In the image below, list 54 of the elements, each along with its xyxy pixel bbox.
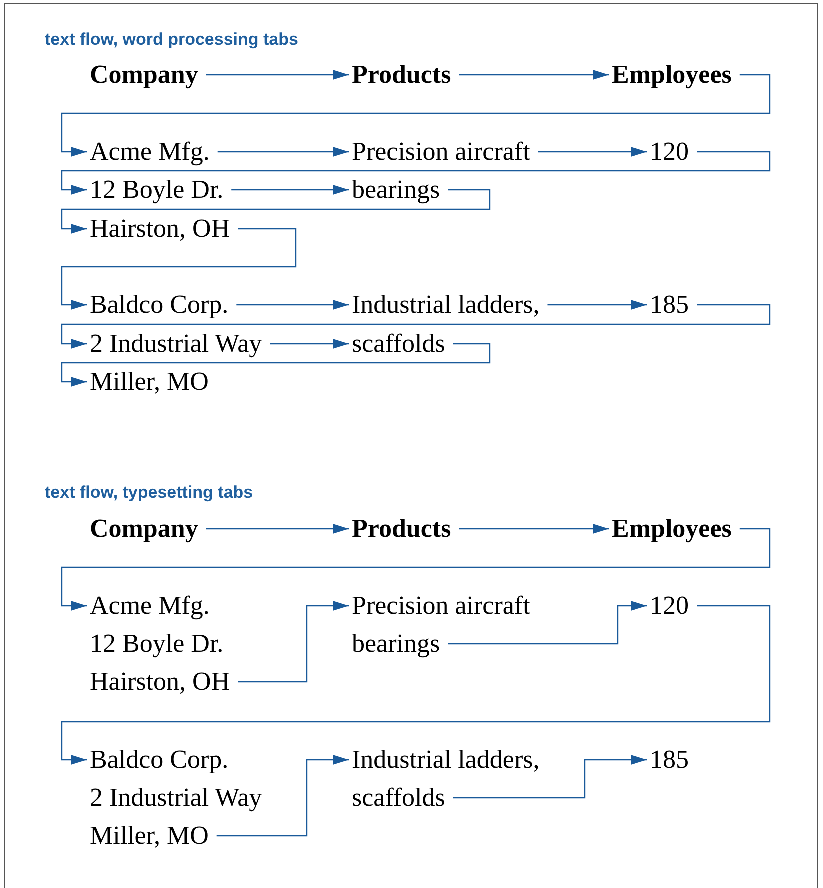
table-entry: 120 — [650, 587, 689, 625]
table-entry: Precision aircraft — [352, 590, 530, 622]
column-heading: Employees — [612, 510, 732, 548]
table-entry: scaffolds — [352, 782, 446, 814]
table-entry: 185 — [650, 741, 689, 779]
table-entry: 120 — [650, 133, 689, 171]
arrow — [453, 755, 647, 799]
arrow — [61, 304, 771, 349]
table-entry: bearings — [352, 171, 440, 209]
table-entry: 12 Boyle Dr. — [90, 171, 224, 209]
arrow — [238, 601, 349, 683]
table-entry: 2 Industrial Way — [90, 782, 262, 814]
arrow — [236, 300, 349, 310]
section-heading: text flow, typesetting tabs — [45, 483, 254, 503]
table-entry: Baldco Corp. — [90, 286, 229, 324]
arrow — [206, 524, 349, 534]
table-entry: Miller, MO — [90, 820, 209, 852]
column-heading: Company — [90, 56, 198, 94]
arrow — [61, 528, 771, 611]
arrow — [216, 755, 349, 837]
arrow — [548, 300, 647, 310]
arrow — [218, 147, 349, 157]
table-entry: Acme Mfg. — [90, 590, 210, 622]
arrow — [206, 70, 349, 80]
table-entry: scaffolds — [352, 325, 446, 363]
arrow — [61, 151, 771, 195]
arrow — [448, 601, 647, 645]
table-entry: bearings — [352, 628, 440, 660]
arrow — [61, 189, 491, 234]
arrow — [61, 605, 771, 765]
table-entry: Acme Mfg. — [90, 133, 210, 171]
arrow — [232, 185, 349, 195]
table-entry: Industrial ladders, — [352, 286, 540, 324]
column-heading: Products — [352, 56, 452, 94]
table-entry: Hairston, OH — [90, 210, 230, 248]
table-entry: Miller, MO — [90, 363, 209, 401]
table-entry: Industrial ladders, — [352, 744, 540, 776]
arrow — [61, 228, 297, 310]
arrow — [459, 524, 609, 534]
column-heading: Company — [90, 510, 198, 548]
table-entry: Precision aircraft — [352, 133, 530, 171]
table-entry: 2 Industrial Way — [90, 325, 262, 363]
arrow — [61, 343, 491, 387]
table-entry: Hairston, OH — [90, 666, 230, 698]
column-heading: Employees — [612, 56, 732, 94]
arrow — [270, 339, 349, 349]
column-heading: Products — [352, 510, 452, 548]
section-heading: text flow, word processing tabs — [45, 30, 298, 50]
table-entry: 185 — [650, 286, 689, 324]
table-entry: 12 Boyle Dr. — [90, 628, 224, 660]
arrow — [61, 74, 771, 157]
table-entry: Baldco Corp. — [90, 744, 229, 776]
arrow — [538, 147, 647, 157]
arrow — [459, 70, 609, 80]
